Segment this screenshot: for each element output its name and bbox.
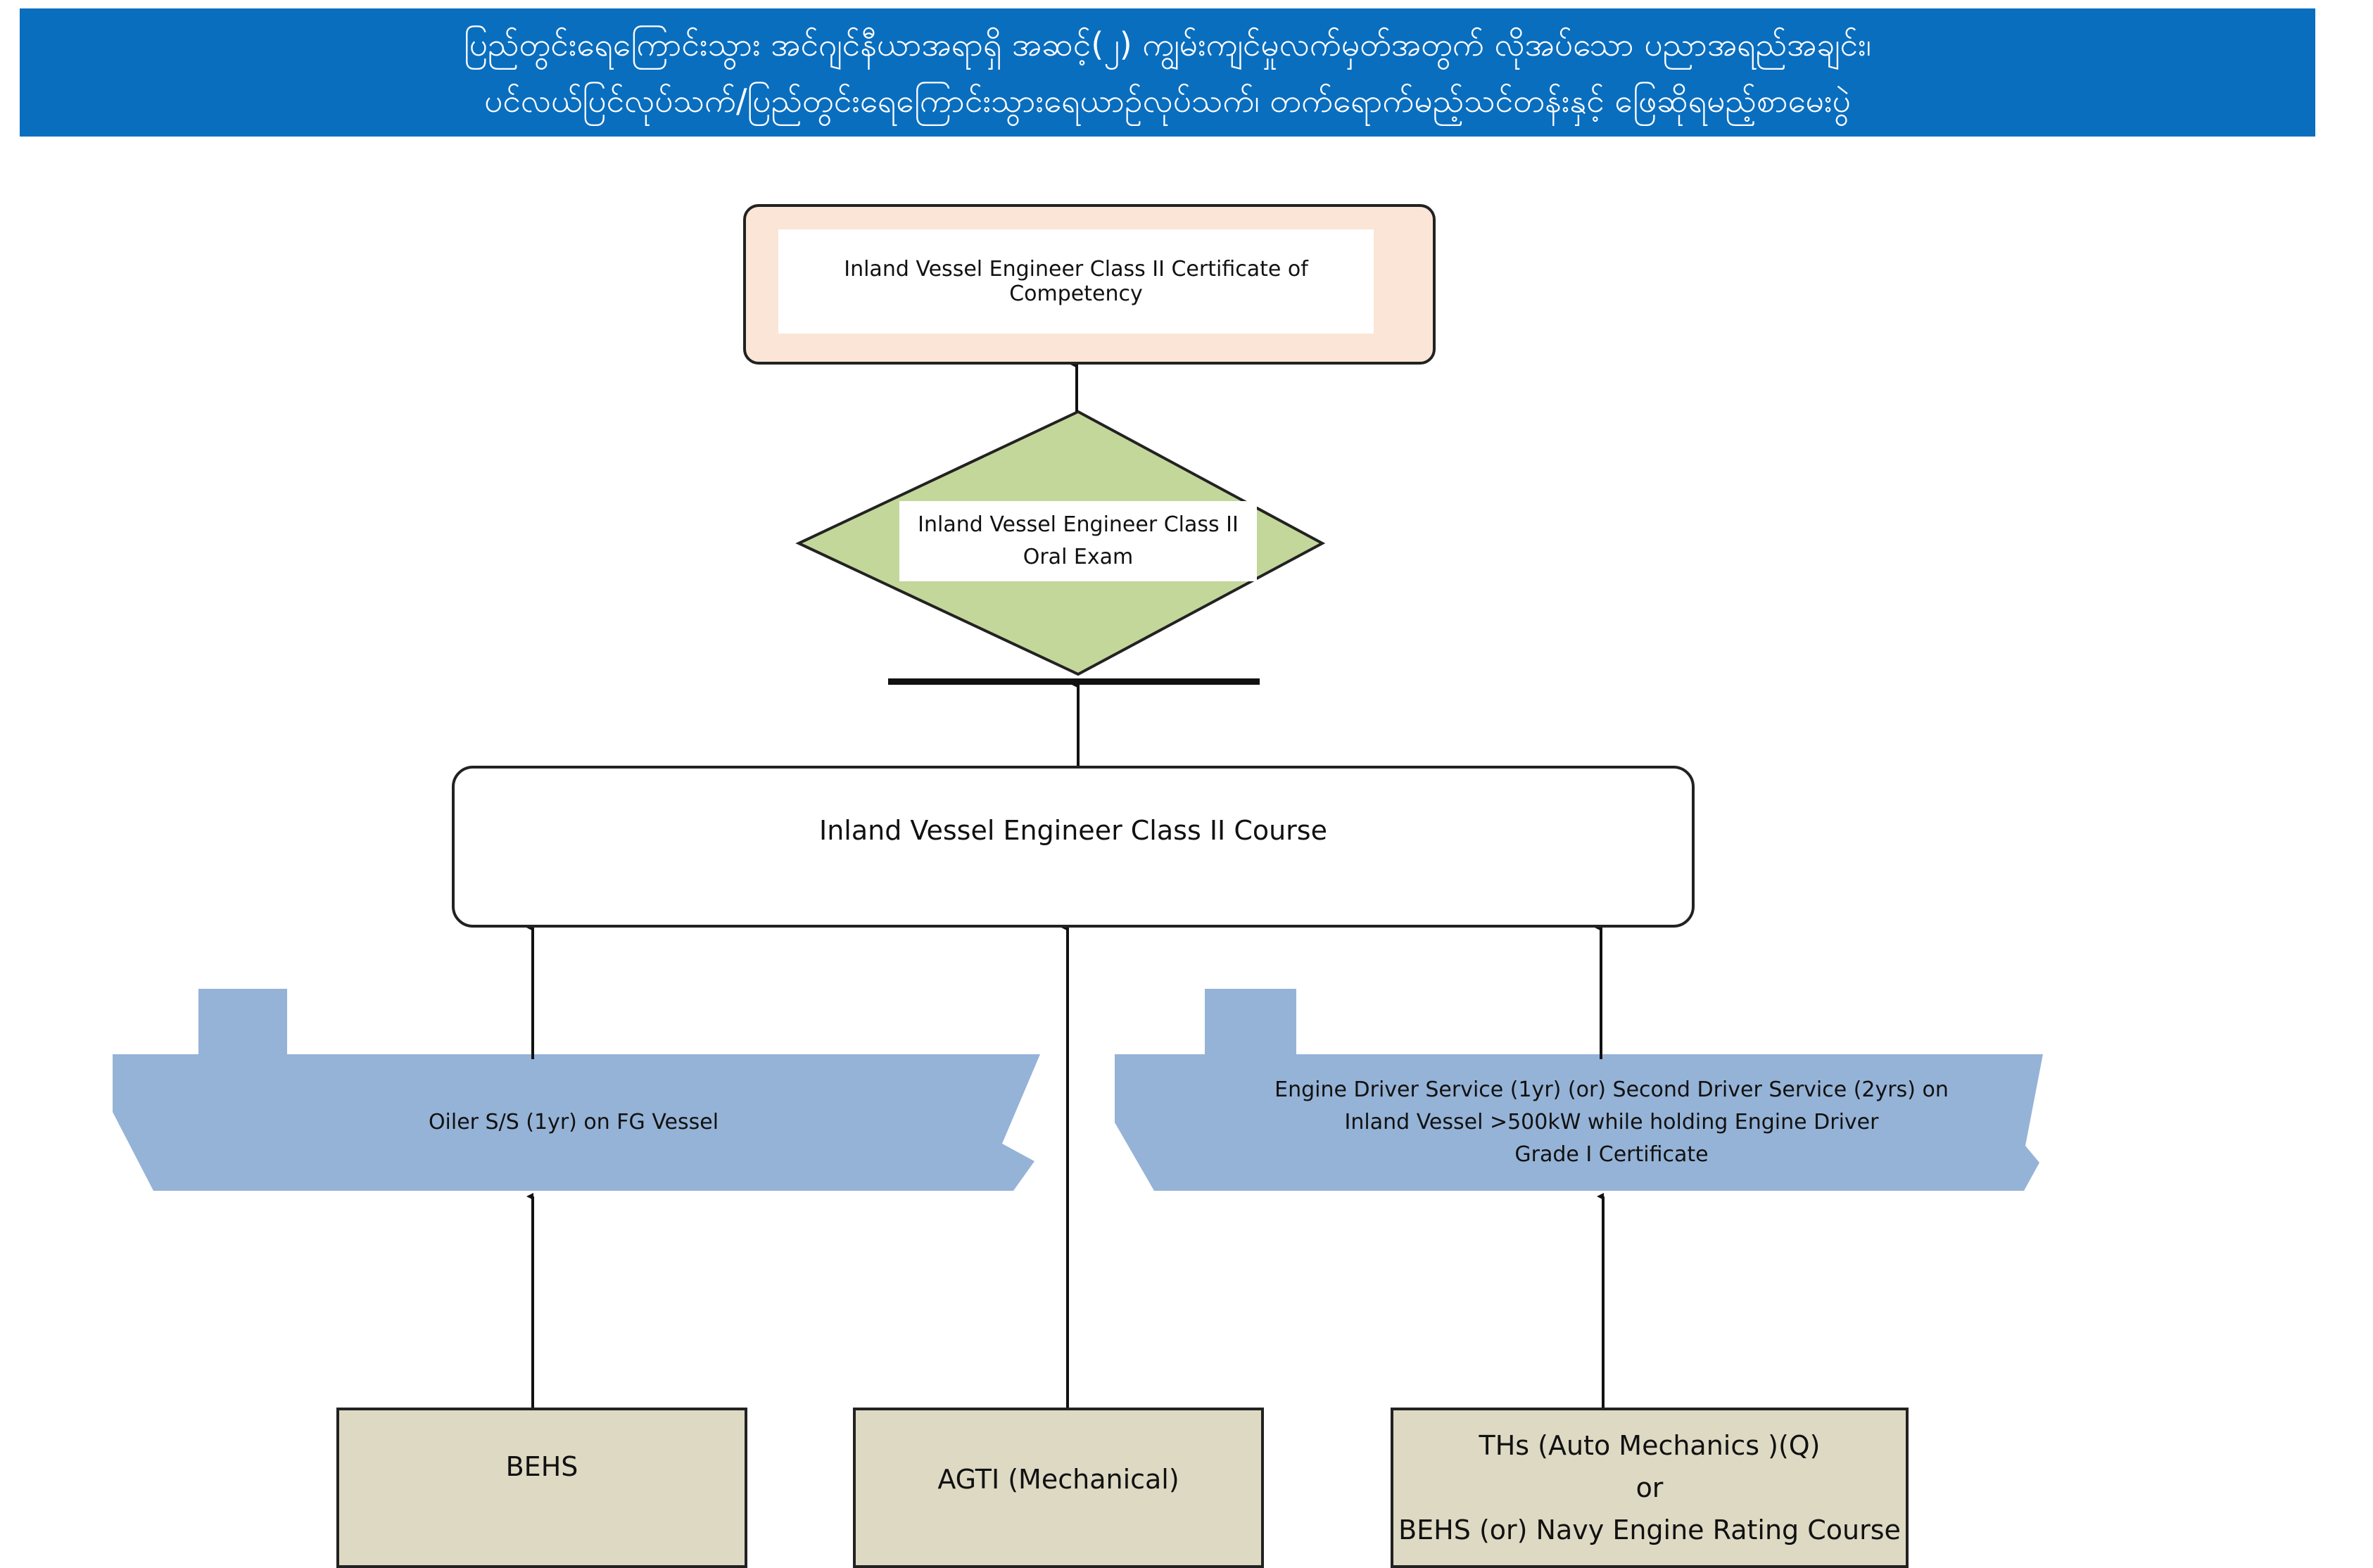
exam-label-line-2: Oral Exam	[1023, 545, 1134, 569]
source-box-agti: AGTI (Mechanical)	[853, 1408, 1264, 1568]
source-box-behs: BEHS	[336, 1408, 747, 1568]
source-ths-line-1: THs (Auto Mechanics )(Q)	[1479, 1430, 1821, 1461]
certificate-label: Inland Vessel Engineer Class II Certific…	[778, 229, 1374, 334]
source-ths-line-3: BEHS (or) Navy Engine Rating Course	[1398, 1515, 1901, 1545]
ship-left-label: Oiler S/S (1yr) on FG Vessel	[296, 1098, 852, 1147]
header-banner: ပြည်တွင်းရေကြောင်းသွား အင်ဂျင်နီယာအရာရှိ…	[20, 8, 2315, 137]
ship-left	[113, 966, 1040, 1191]
header-line-1: ပြည်တွင်းရေကြောင်းသွား အင်ဂျင်နီယာအရာရှိ…	[464, 25, 1871, 63]
source-agti-label: AGTI (Mechanical)	[937, 1464, 1179, 1495]
course-label: Inland Vessel Engineer Class II Course	[819, 815, 1327, 846]
merge-bar	[888, 678, 1260, 685]
ship-right-line-1: Engine Driver Service (1yr) (or) Second …	[1274, 1077, 1949, 1102]
ship-right-line-3: Grade I Certificate	[1514, 1142, 1709, 1167]
ship-right-line-2: Inland Vessel >500kW while holding Engin…	[1344, 1110, 1879, 1134]
ship-left-text: Oiler S/S (1yr) on FG Vessel	[428, 1110, 719, 1134]
header-line-2: ပင်လယ်ပြင်လုပ်သက်/ပြည်တွင်းရေကြောင်းသွား…	[484, 82, 1851, 120]
source-ths-stack: THs (Auto Mechanics )(Q) or BEHS (or) Na…	[1398, 1424, 1901, 1551]
source-ths-line-2: or	[1635, 1472, 1664, 1503]
source-behs-label: BEHS	[505, 1451, 578, 1482]
source-box-ths: THs (Auto Mechanics )(Q) or BEHS (or) Na…	[1391, 1408, 1909, 1568]
course-box: Inland Vessel Engineer Class II Course	[452, 766, 1695, 928]
ship-right	[1115, 970, 2043, 1191]
ship-right-label: Engine Driver Service (1yr) (or) Second …	[1239, 1073, 1985, 1172]
exam-label: Inland Vessel Engineer Class II Oral Exa…	[899, 501, 1257, 581]
exam-label-line-1: Inland Vessel Engineer Class II	[918, 512, 1239, 537]
